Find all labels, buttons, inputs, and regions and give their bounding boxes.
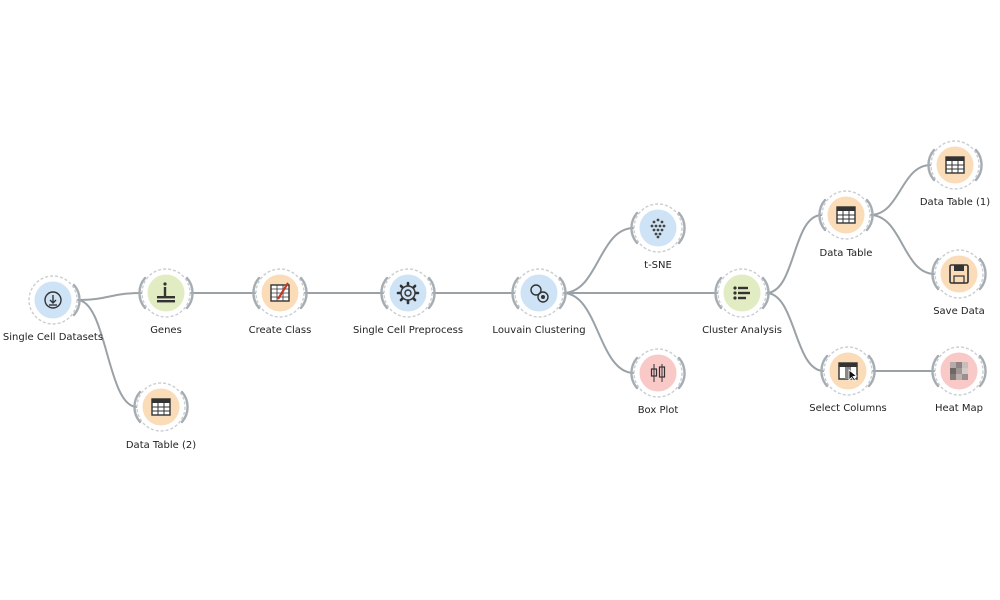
widget-body[interactable] [939, 254, 979, 294]
output-channel-bracket [978, 257, 987, 291]
output-channel-bracket [867, 354, 876, 388]
output-channel-bracket [558, 276, 567, 310]
widget-single-cell-datasets[interactable]: Single Cell Datasets [3, 275, 103, 343]
widget-body[interactable] [638, 353, 678, 393]
heat-map-icon [950, 362, 968, 380]
input-channel-bracket [820, 354, 829, 388]
input-channel-bracket [511, 276, 520, 310]
link-louvain-clustering-to-box-plot[interactable] [562, 292, 635, 374]
widget-ring [934, 249, 984, 299]
widget-label: Heat Map [935, 403, 983, 414]
input-channel-bracket [380, 276, 389, 310]
widget-ring [930, 140, 980, 190]
widget-single-cell-preprocess[interactable]: Single Cell Preprocess [353, 268, 463, 336]
widget-box-plot[interactable]: Box Plot [630, 348, 686, 416]
input-channel-bracket [714, 276, 723, 310]
widget-label: Data Table (2) [126, 440, 196, 451]
input-channel-bracket [630, 211, 639, 245]
output-channel-bracket [974, 148, 983, 182]
widget-label: t-SNE [644, 260, 672, 271]
tsne-icon [650, 218, 666, 239]
input-channel-bracket [927, 148, 936, 182]
widget-ring [717, 268, 767, 318]
table-icon [151, 398, 171, 416]
widget-ring [136, 382, 186, 432]
widget-select-columns[interactable]: Select Columns [809, 346, 887, 414]
input-channel-bracket [630, 356, 639, 390]
gear-icon [396, 281, 420, 305]
widget-label: Create Class [249, 325, 312, 336]
widget-ring [633, 348, 683, 398]
save-icon [949, 264, 969, 284]
input-channel-bracket [252, 276, 261, 310]
widget-ring [934, 346, 984, 396]
widget-label: Data Table [820, 248, 873, 259]
input-channel-bracket [818, 198, 827, 232]
output-channel-bracket [180, 390, 189, 424]
output-channel-bracket [677, 356, 686, 390]
workflow-links [76, 164, 936, 408]
widget-ring [255, 268, 305, 318]
widget-genes[interactable]: Genes [138, 268, 194, 336]
link-single-cell-datasets-to-data-table-2[interactable] [76, 299, 138, 408]
clustering-icon [530, 284, 549, 303]
widget-body[interactable] [638, 208, 678, 248]
output-channel-bracket [761, 276, 770, 310]
table-icon [836, 206, 856, 224]
widget-save-data[interactable]: Save Data [931, 249, 987, 317]
widget-cluster-analysis[interactable]: Cluster Analysis [702, 268, 782, 336]
widget-ring [28, 275, 78, 325]
link-data-table-to-data-table-1[interactable] [869, 164, 932, 216]
output-channel-bracket [299, 276, 308, 310]
widget-create-class[interactable]: Create Class [249, 268, 312, 336]
output-channel-bracket [865, 198, 874, 232]
input-channel-bracket [138, 276, 147, 310]
widget-data-table-1[interactable]: Data Table (1) [920, 140, 990, 208]
output-channel-bracket [978, 354, 987, 388]
input-channel-bracket [133, 390, 142, 424]
widget-label: Data Table (1) [920, 197, 990, 208]
box-plot-icon [650, 364, 666, 382]
output-channel-bracket [427, 276, 436, 310]
widget-ring [633, 203, 683, 253]
widget-label: Select Columns [809, 403, 887, 414]
input-channel-bracket [931, 257, 940, 291]
widget-label: Single Cell Datasets [3, 332, 103, 343]
widget-label: Louvain Clustering [492, 325, 585, 336]
widget-heat-map[interactable]: Heat Map [931, 346, 987, 414]
create-class-icon [270, 282, 290, 302]
widget-data-table[interactable]: Data Table [818, 190, 874, 259]
output-channel-bracket [185, 276, 194, 310]
widget-label: Single Cell Preprocess [353, 325, 463, 336]
widget-label: Genes [150, 325, 182, 336]
select-columns-icon [838, 362, 858, 382]
widget-ring [141, 268, 191, 318]
output-channel-bracket [72, 283, 81, 317]
widget-ring [823, 346, 873, 396]
widget-label: Cluster Analysis [702, 325, 782, 336]
download-icon [44, 291, 62, 309]
list-icon [733, 286, 750, 300]
link-single-cell-datasets-to-genes[interactable] [76, 292, 143, 301]
widget-ring [821, 190, 871, 240]
widget-ring [514, 268, 564, 318]
widget-louvain-clustering[interactable]: Louvain Clustering [492, 268, 586, 336]
table-icon [945, 156, 965, 174]
widget-t-sne[interactable]: t-SNE [630, 203, 686, 271]
genes-icon [157, 282, 175, 303]
link-cluster-analysis-to-select-columns[interactable] [765, 292, 825, 372]
link-cluster-analysis-to-data-table[interactable] [765, 214, 823, 294]
input-channel-bracket [931, 354, 940, 388]
link-data-table-to-save-data[interactable] [869, 214, 936, 275]
widget-ring [383, 268, 433, 318]
widget-data-table-2[interactable]: Data Table (2) [126, 382, 196, 451]
output-channel-bracket [677, 211, 686, 245]
link-louvain-clustering-to-t-sne[interactable] [562, 227, 635, 294]
widget-label: Box Plot [638, 405, 679, 416]
widget-label: Save Data [933, 306, 985, 317]
